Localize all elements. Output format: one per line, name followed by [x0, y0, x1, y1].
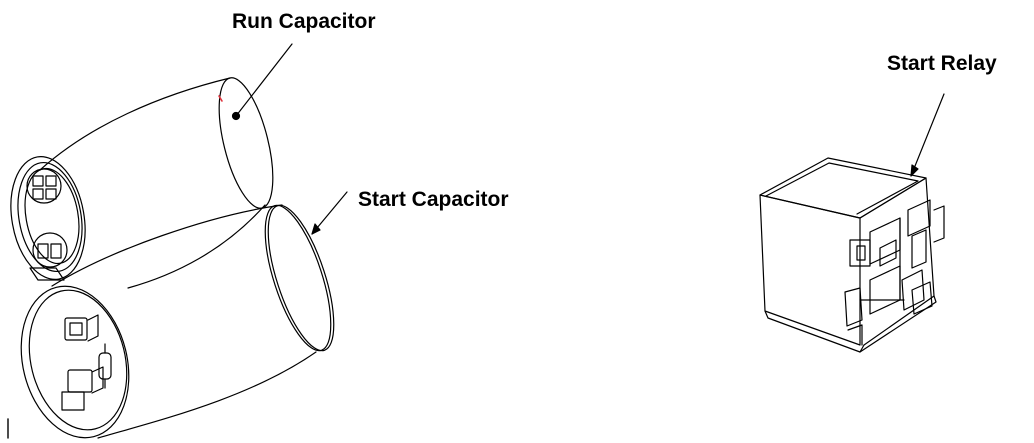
start-relay-drawing — [759, 93, 945, 353]
start-capacitor-label: Start Capacitor — [358, 188, 509, 211]
run-capacitor-label: Run Capacitor — [232, 10, 376, 33]
start-capacitor-drawing — [20, 191, 348, 439]
run-capacitor-drawing — [10, 43, 293, 289]
start-relay-label: Start Relay — [887, 52, 997, 75]
